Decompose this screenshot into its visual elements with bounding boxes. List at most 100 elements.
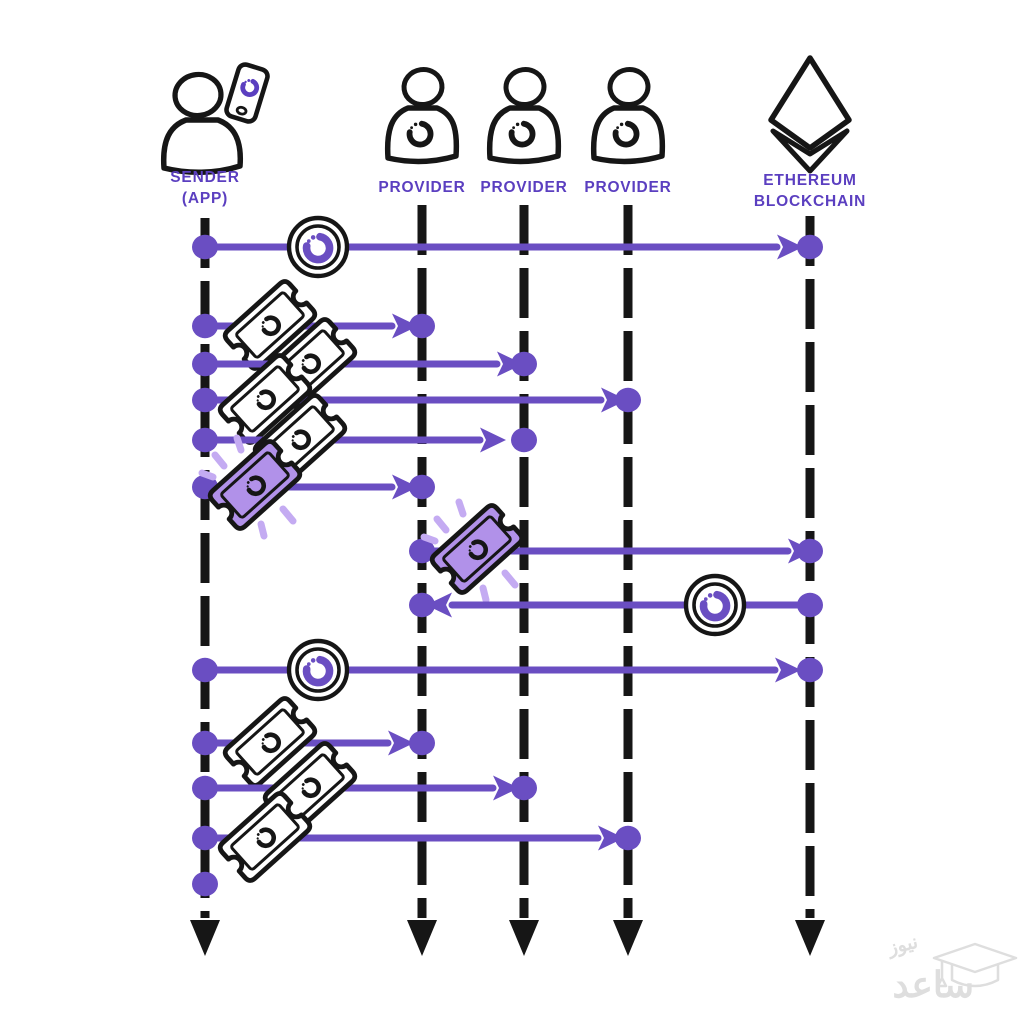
person-head [172, 71, 224, 119]
coin-glyph [261, 732, 281, 754]
lifeline-arrowhead-icon [613, 920, 643, 956]
sparkle-icon [198, 469, 217, 481]
actor-label-line1: ETHEREUM [763, 172, 857, 189]
event-dot [192, 871, 218, 897]
token-coin-icon [683, 573, 747, 637]
person-head [607, 66, 651, 108]
sparkle-icon [479, 584, 490, 604]
coin-glyph [301, 777, 321, 799]
ticket-highlight-icon [420, 498, 525, 604]
actor-label-provider-1: PROVIDER [332, 177, 512, 198]
provider-person-icon [384, 66, 460, 165]
message-sender-to-provider-1 [192, 696, 435, 788]
message-arrowhead-icon [392, 313, 418, 339]
message-arrowhead-icon [598, 825, 624, 851]
message-provider-1-to-ethereum [409, 498, 823, 604]
sparkle-icon [233, 434, 245, 454]
coin-glyph [302, 655, 334, 687]
person-body [160, 117, 244, 176]
eth-bottom-chevron [770, 128, 850, 174]
ticket-icon [222, 279, 318, 371]
lifeline-provider-3 [613, 205, 643, 956]
message-arrowhead-icon [777, 234, 803, 260]
message-dot [192, 730, 218, 756]
message-dot [511, 775, 537, 801]
chest-coin-glyph [612, 120, 640, 148]
lifeline-ethereum [795, 216, 825, 956]
sparkle-icon [501, 569, 519, 589]
coin-glyph [301, 353, 321, 375]
message-arrowhead-icon [601, 387, 627, 413]
message-dot [797, 592, 823, 618]
message-arrowhead-icon [493, 775, 519, 801]
lifeline-arrowhead-icon [509, 920, 539, 956]
actor-label-sender: SENDER (APP) [115, 167, 295, 209]
coin-glyph [240, 78, 260, 97]
coin-glyph [302, 232, 334, 264]
message-dot [192, 825, 218, 851]
eth-top-diamond [768, 55, 852, 151]
sparkle-icon [211, 451, 228, 470]
person-body [486, 105, 562, 165]
coin-glyph [256, 389, 276, 411]
message-sender-to-ethereum [192, 215, 823, 279]
person-body [384, 105, 460, 165]
provider-person-icon [486, 66, 562, 165]
coin-glyph [468, 539, 488, 561]
message-dot [409, 474, 435, 500]
message-arrowhead-icon [388, 730, 414, 756]
message-dot [615, 387, 641, 413]
message-dot [511, 351, 537, 377]
person-head [503, 66, 547, 108]
provider-person-icon [590, 66, 666, 165]
message-dot [192, 313, 218, 339]
message-dot [409, 538, 435, 564]
actor-label-line1: PROVIDER [378, 179, 466, 196]
coin-glyph [291, 429, 311, 451]
ticket-icon [217, 353, 313, 445]
actor-label-line1: PROVIDER [480, 179, 568, 196]
message-sender-to-provider-1 [192, 279, 435, 371]
phone-icon [224, 62, 270, 124]
coin-glyph [246, 475, 266, 497]
message-dot [192, 427, 218, 453]
lifeline-arrowhead-icon [407, 920, 437, 956]
lifeline-sender [190, 218, 220, 956]
person-body [590, 105, 666, 165]
actor-label-provider-2: PROVIDER [434, 177, 614, 198]
sparkle-icon [279, 505, 297, 525]
ticket-icon [222, 696, 318, 788]
coin-glyph [261, 315, 281, 337]
sparkle-icon [257, 520, 268, 540]
message-sender-to-provider-3 [192, 353, 641, 445]
message-dot [192, 657, 218, 683]
message-arrowhead-icon [497, 351, 523, 377]
message-dot [511, 427, 537, 453]
ticket-highlight-icon [198, 434, 303, 540]
message-dot [192, 775, 218, 801]
message-dot [797, 657, 823, 683]
phone-button [235, 105, 248, 116]
token-coin-icon [286, 215, 350, 279]
message-dot [797, 538, 823, 564]
actor-label-provider-3: PROVIDER [538, 177, 718, 198]
sparkle-icon [455, 498, 467, 518]
ethereum-logo-icon [768, 55, 852, 174]
chest-coin-glyph [508, 120, 536, 148]
sparkle-icon [420, 533, 439, 545]
message-arrowhead-icon [775, 657, 801, 683]
token-coin-icon [286, 638, 350, 702]
message-dot [615, 825, 641, 851]
message-dot [192, 351, 218, 377]
chest-coin-glyph [406, 120, 434, 148]
actor-label-line1: SENDER [170, 169, 240, 186]
message-dot [409, 313, 435, 339]
sparkle-icon [433, 515, 450, 534]
message-arrowhead-icon [480, 427, 506, 453]
message-arrowhead-icon [426, 592, 452, 618]
message-sender-to-provider-1 [192, 434, 435, 540]
message-ethereum-to-provider-1 [409, 573, 823, 637]
message-sender-to-ethereum [192, 638, 823, 702]
